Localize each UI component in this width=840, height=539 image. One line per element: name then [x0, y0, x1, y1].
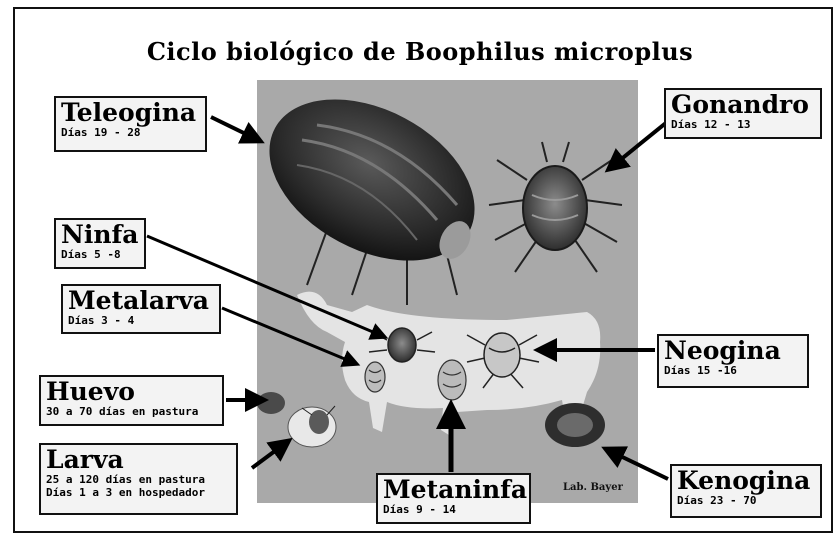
illustration-svg	[257, 80, 638, 503]
stage-box-kenogina: Kenogina Días 23 - 70	[670, 464, 822, 518]
stage-name: Teleogina	[61, 100, 200, 126]
gonandro-illustration	[489, 142, 622, 272]
stage-box-gonandro: Gonandro Días 12 - 13	[664, 88, 822, 139]
stage-days: 30 a 70 días en pastura	[46, 405, 217, 418]
stage-days: 25 a 120 días en pastura	[46, 473, 231, 486]
stage-days: Días 5 -8	[61, 248, 139, 261]
tick-illustration-plate	[257, 80, 638, 503]
stage-name: Metalarva	[68, 288, 214, 314]
stage-name: Kenogina	[677, 468, 815, 494]
stage-box-neogina: Neogina Días 15 -16	[657, 334, 809, 388]
stage-name: Neogina	[664, 338, 802, 364]
stage-name: Metaninfa	[383, 477, 524, 503]
stage-days: Días 23 - 70	[677, 494, 815, 507]
stage-name: Huevo	[46, 379, 217, 405]
stage-box-metaninfa: Metaninfa Días 9 - 14	[376, 473, 531, 524]
stage-box-huevo: Huevo 30 a 70 días en pastura	[39, 375, 224, 426]
stage-days-host: Días 1 a 3 en hospedador	[46, 486, 231, 499]
stage-days: Días 3 - 4	[68, 314, 214, 327]
diagram-title: Ciclo biológico de Boophilus microplus	[0, 37, 840, 66]
stage-days: Días 9 - 14	[383, 503, 524, 516]
credit-label: Lab. Bayer	[563, 482, 623, 493]
teleogina-illustration	[257, 80, 502, 305]
stage-days: Días 12 - 13	[671, 118, 815, 131]
stage-box-ninfa: Ninfa Días 5 -8	[54, 218, 146, 269]
stage-box-metalarva: Metalarva Días 3 - 4	[61, 284, 221, 334]
kenogina-illustration	[545, 403, 605, 447]
stage-name: Gonandro	[671, 92, 815, 118]
larva-illustration	[288, 406, 336, 447]
stage-days: Días 15 -16	[664, 364, 802, 377]
stage-name: Ninfa	[61, 222, 139, 248]
stage-name: Larva	[46, 447, 231, 473]
stage-box-teleogina: Teleogina Días 19 - 28	[54, 96, 207, 152]
metalarva-illustration	[365, 362, 385, 392]
stage-box-larva: Larva 25 a 120 días en pastura Días 1 a …	[39, 443, 238, 515]
huevo-illustration	[257, 392, 285, 414]
stage-days: Días 19 - 28	[61, 126, 200, 139]
metaninfa-illustration	[438, 360, 466, 400]
